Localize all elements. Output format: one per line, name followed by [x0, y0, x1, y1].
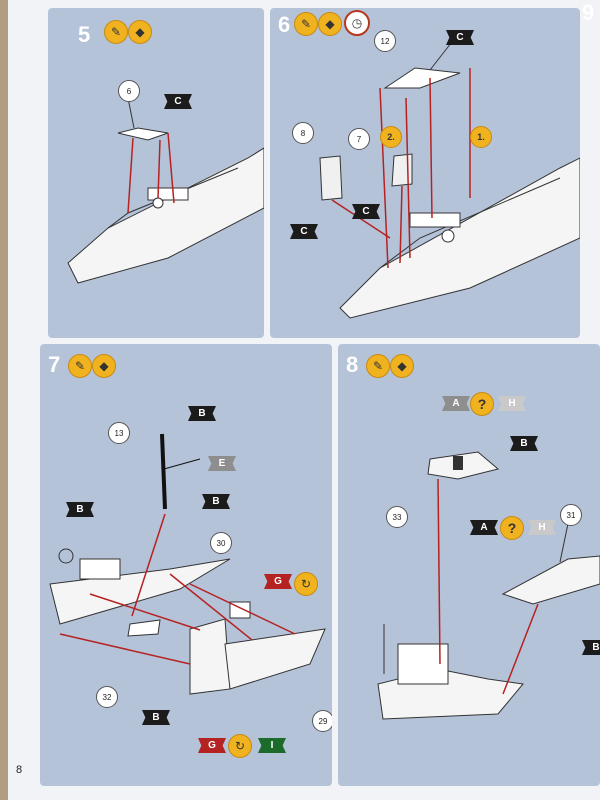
- brush-icon: ✎: [294, 12, 318, 36]
- question-icon: ?: [500, 516, 524, 540]
- glue-icon: ◆: [318, 12, 342, 36]
- step-7-panel: 7 ✎ ◆ 13 30 32 29 B E B B G ↻ B G ↻ I: [40, 344, 332, 786]
- paint-icon: ↻: [228, 734, 252, 758]
- order-2-badge: 2.: [380, 126, 402, 148]
- paint-tag-C: C: [446, 30, 474, 45]
- paint-tag-B: B: [142, 710, 170, 725]
- part-33-label: 33: [386, 506, 408, 528]
- part-6-label: 6: [118, 80, 140, 102]
- part-31-label: 31: [560, 504, 582, 526]
- part-12-label: 12: [374, 30, 396, 52]
- clock-icon: ◷: [344, 10, 370, 36]
- part-30-label: 30: [210, 532, 232, 554]
- step-8-drawing: [377, 451, 600, 720]
- glue-icon: ◆: [128, 20, 152, 44]
- paint-tag-B: B: [66, 502, 94, 517]
- question-icon: ?: [470, 392, 494, 416]
- next-step-number: 9: [582, 0, 595, 25]
- part-8-label: 8: [292, 122, 314, 144]
- paint-tag-B: B: [188, 406, 216, 421]
- order-1-badge: 1.: [470, 126, 492, 148]
- step-7-drawing: [49, 433, 326, 695]
- brush-icon: ✎: [366, 354, 390, 378]
- paint-tag-C: C: [164, 94, 192, 109]
- paint-tag-A: A: [470, 520, 498, 535]
- paint-tag-G: G: [198, 738, 226, 753]
- part-32-label: 32: [96, 686, 118, 708]
- paint-icon: ↻: [294, 572, 318, 596]
- page-number: 8: [16, 764, 23, 776]
- paint-tag-B: B: [202, 494, 230, 509]
- part-13-label: 13: [108, 422, 130, 444]
- glue-icon: ◆: [92, 354, 116, 378]
- glue-icon: ◆: [390, 354, 414, 378]
- step-6-panel: 6 ✎ ◆ ◷ 12 8 7 C C C 2. 1.: [270, 8, 580, 338]
- step-5-panel: 5 ✎ ◆ 6 C: [48, 8, 264, 338]
- step-number: 5: [78, 22, 91, 47]
- paint-tag-E: E: [208, 456, 236, 471]
- paint-tag-C: C: [290, 224, 318, 239]
- part-29-label: 29: [312, 710, 332, 732]
- part-7-label: 7: [348, 128, 370, 150]
- step-5-drawing: [67, 97, 264, 284]
- brush-icon: ✎: [104, 20, 128, 44]
- step-number: 6: [278, 12, 291, 37]
- paint-tag-H: H: [528, 520, 556, 535]
- paint-tag-A: A: [442, 396, 470, 411]
- paint-tag-I: I: [258, 738, 286, 753]
- paint-tag-H: H: [498, 396, 526, 411]
- paint-tag-B: B: [510, 436, 538, 451]
- step-6-drawing: [319, 37, 580, 319]
- step-8-panel: 8 ✎ ◆ A ? H B 33 A ? H 31 B: [338, 344, 600, 786]
- paint-tag-B: B: [582, 640, 600, 655]
- step-number: 8: [346, 352, 359, 377]
- brush-icon: ✎: [68, 354, 92, 378]
- paint-tag-C: C: [352, 204, 380, 219]
- paint-tag-G: G: [264, 574, 292, 589]
- step-number: 7: [48, 352, 61, 377]
